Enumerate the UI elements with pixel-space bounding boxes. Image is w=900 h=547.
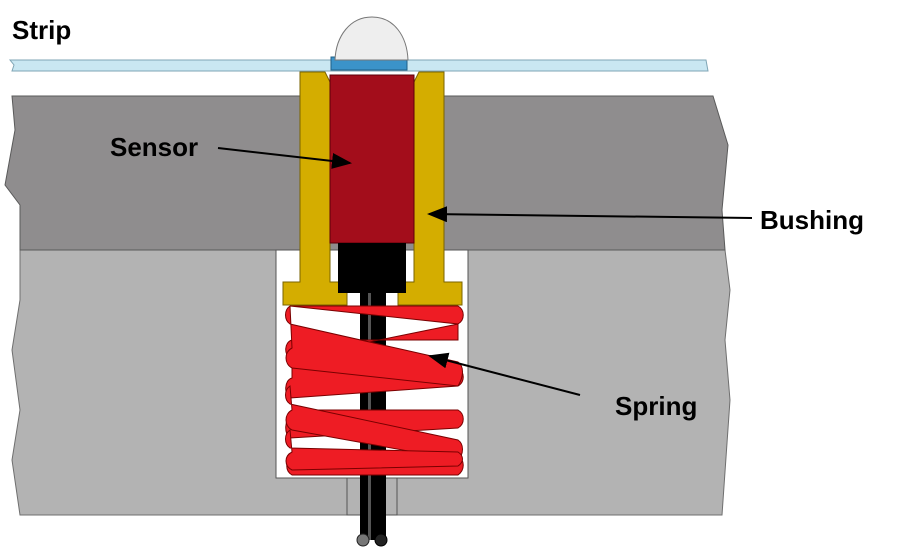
spring-leader-arrow	[428, 352, 581, 396]
bushing-label: Bushing	[760, 205, 864, 235]
rod-end-left	[356, 533, 370, 547]
spring	[285, 305, 464, 476]
strip-label: Strip	[12, 15, 72, 45]
spring-coil	[285, 305, 463, 387]
plunger-block	[338, 243, 406, 293]
sensor-leader-arrow	[217, 147, 352, 169]
spring-label: Spring	[615, 391, 698, 421]
sensor-body	[329, 74, 415, 244]
rod-end-right	[374, 533, 388, 547]
spring-coil	[285, 429, 463, 471]
bushing-left	[282, 71, 348, 306]
sensor-dome	[334, 16, 409, 61]
bushing-leader-arrow	[427, 206, 753, 223]
spring-coil	[285, 385, 463, 461]
sensor-label: Sensor	[110, 132, 199, 162]
